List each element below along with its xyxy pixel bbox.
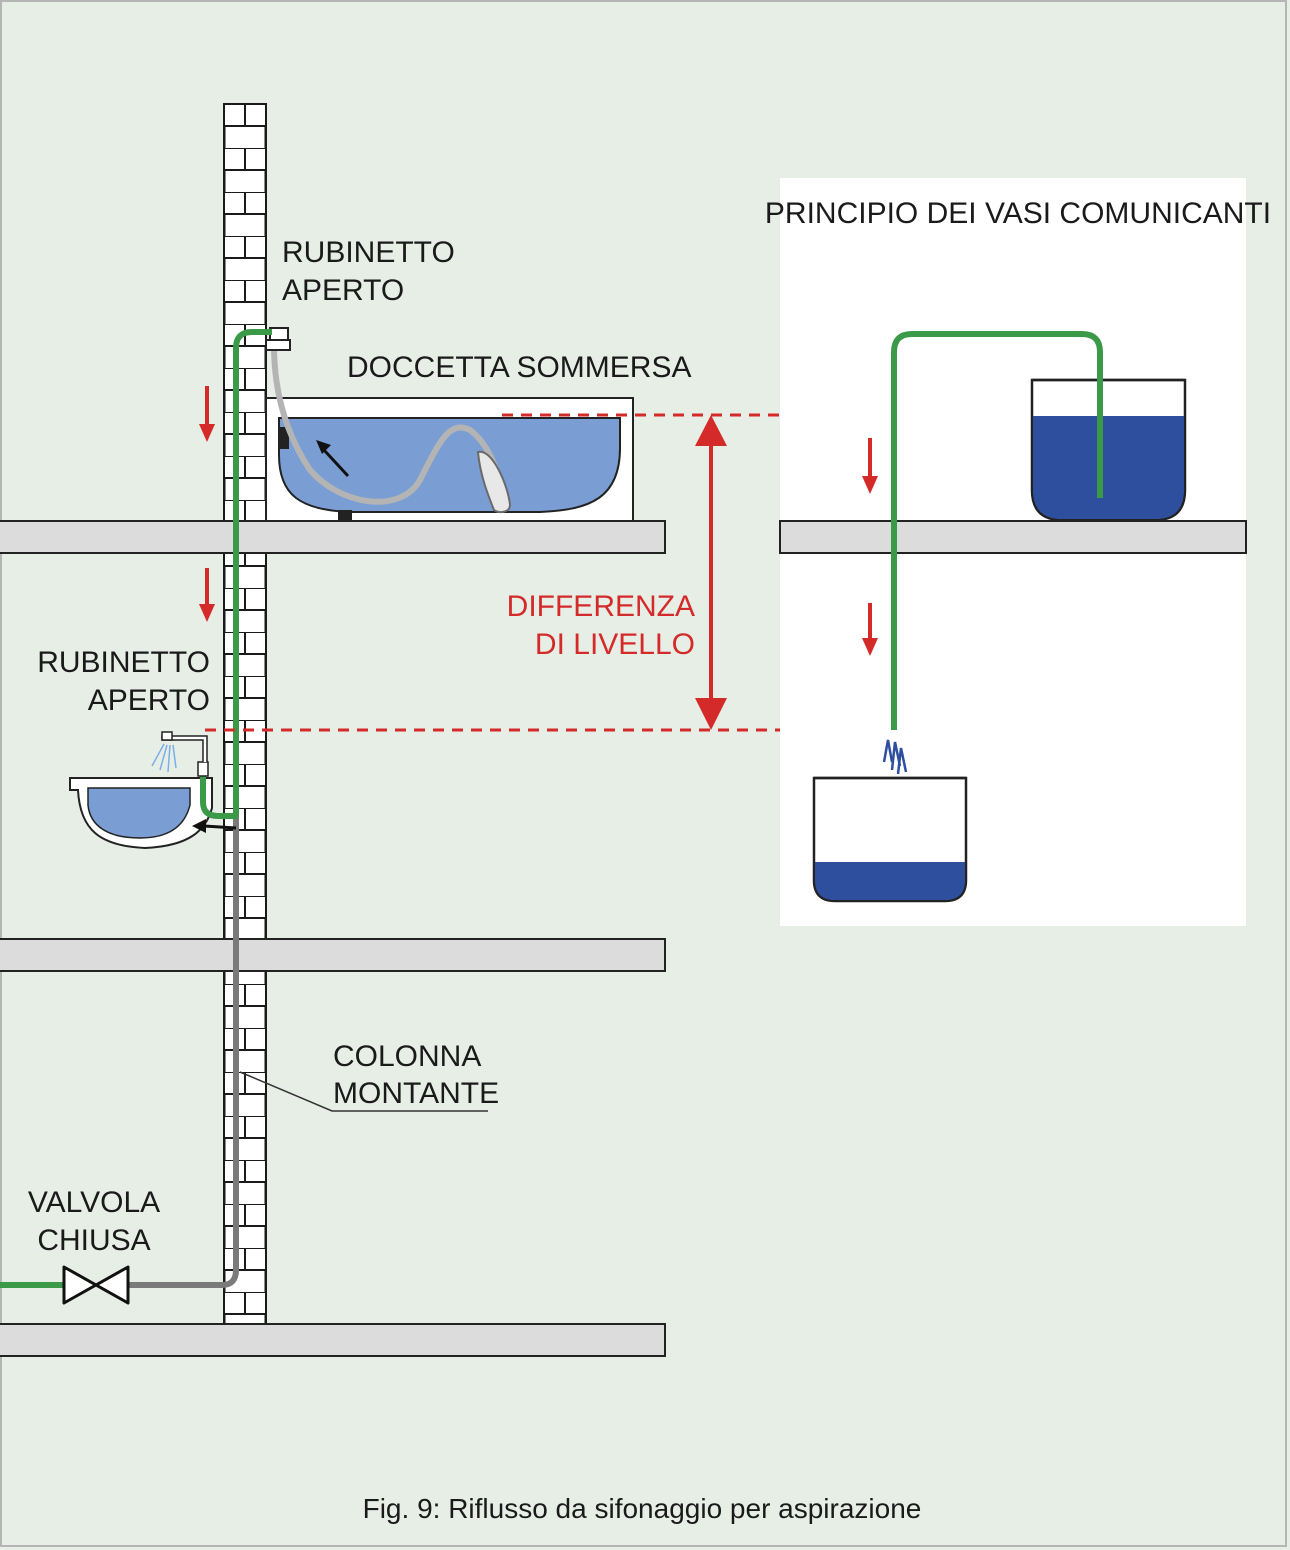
floor-slab-bottom (0, 1323, 666, 1357)
label-colonna-1: COLONNA (333, 1040, 481, 1073)
upper-vessel-water (1033, 416, 1184, 519)
floor-slab-top (0, 520, 666, 554)
label-rubinetto-top-1: RUBINETTO (282, 236, 455, 269)
label-differenza-2: DI LIVELLO (535, 628, 695, 661)
closed-valve-icon (62, 1265, 130, 1305)
floor-slab-middle (0, 938, 666, 972)
riser-pipe-green (233, 329, 272, 818)
label-valvola-2: CHIUSA (37, 1224, 150, 1257)
shower-hose (271, 342, 508, 508)
siphon-pipe-green (891, 331, 1103, 730)
upper-tap (265, 327, 291, 351)
flow-down-arrow-lower (199, 568, 215, 622)
water-spray-icon (151, 743, 177, 773)
label-rubinetto-top-2: APERTO (282, 274, 404, 307)
label-rubinetto-mid-2: APERTO (88, 684, 210, 717)
sink (69, 777, 213, 850)
label-doccetta-sommersa: DOCCETTA SOMMERSA (347, 351, 691, 384)
label-colonna-2: MONTANTE (333, 1077, 499, 1110)
backflow-arrow-sink (192, 819, 237, 833)
colonna-leader-line (239, 1071, 488, 1112)
label-principio: PRINCIPIO DEI VASI COMUNICANTI (765, 197, 1271, 230)
suction-icon (882, 739, 908, 775)
sink-pipe-green (200, 770, 238, 819)
communicating-vessels-panel (779, 178, 1247, 926)
label-differenza-1: DIFFERENZA (507, 590, 695, 623)
label-rubinetto-mid-1: RUBINETTO (37, 646, 210, 679)
figure-caption: Fig. 9: Riflusso da sifonaggio per aspir… (363, 1493, 922, 1524)
vessel-flow-arrow-upper (862, 438, 878, 494)
vessel-flow-arrow-lower (862, 603, 878, 656)
label-valvola-1: VALVOLA (28, 1186, 160, 1219)
lower-vessel-water (815, 862, 965, 900)
flow-down-arrow-upper (199, 386, 215, 442)
brick-wall (223, 103, 267, 1325)
backflow-arrow-bathtub (316, 440, 350, 478)
sink-faucet-icon (161, 731, 209, 777)
shower-head (476, 450, 512, 514)
riser-pipe-gray (128, 815, 239, 1288)
level-difference-arrow (695, 415, 727, 730)
bathtub (265, 397, 634, 522)
